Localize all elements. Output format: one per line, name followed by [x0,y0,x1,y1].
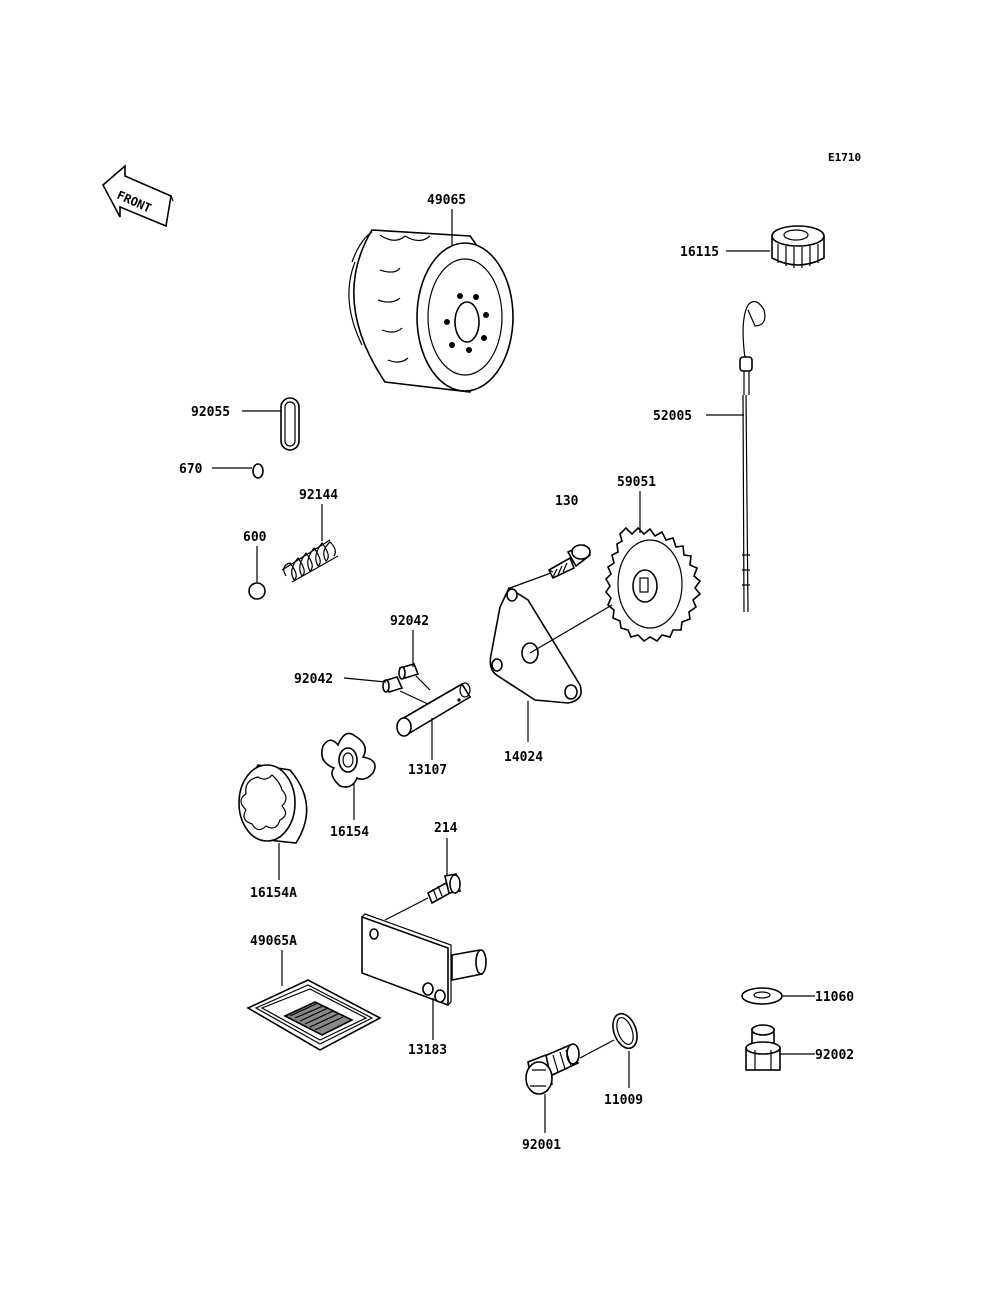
label-92055: 92055 [191,405,230,420]
pump-plate-13183 [361,913,487,1007]
label-49065: 49065 [427,193,466,208]
label-16115: 16115 [680,245,719,260]
label-16154: 16154 [330,825,369,840]
label-13183: 13183 [408,1043,447,1058]
pump-shaft-13107 [396,682,472,737]
pump-cover-14024 [489,586,582,704]
pin-92042-upper [398,663,420,680]
label-600: 600 [243,530,267,545]
pin-92042-lower [382,676,404,693]
label-59051: 59051 [617,475,656,490]
outer-rotor-16154A [238,764,308,844]
gasket-11009 [612,1012,638,1050]
label-49065A: 49065A [250,934,297,949]
diagram-code: E1710 [828,151,861,164]
oil-filler-cap-16115 [771,225,825,268]
front-arrow-icon: FRONT [101,164,174,228]
o-ring-670 [252,463,264,479]
label-92042-upper: 92042 [390,614,429,629]
label-130: 130 [555,494,579,509]
label-11060: 11060 [815,990,854,1005]
bolt-92001 [525,1043,580,1095]
washer-11060 [741,987,783,1005]
label-670: 670 [179,462,203,477]
label-13107: 13107 [408,763,447,778]
label-14024: 14024 [504,750,543,765]
o-ring-92055 [280,397,300,451]
gear-59051 [605,526,702,643]
drain-plug-92002 [745,1024,781,1071]
label-16154A: 16154A [250,886,297,901]
spring-92144 [281,539,339,583]
label-52005: 52005 [653,409,692,424]
label-11009: 11009 [604,1093,643,1108]
label-92002: 92002 [815,1048,854,1063]
bolt-214 [426,873,461,905]
label-92001: 92001 [522,1138,561,1153]
label-92042-lower: 92042 [294,672,333,687]
inner-rotor-16154 [321,732,376,788]
dipstick-52005 [739,300,766,613]
label-92144: 92144 [299,488,338,503]
label-214: 214 [434,821,458,836]
bolt-130 [547,543,592,580]
oil-filter-49065 [348,229,514,393]
oil-strainer-49065A [246,979,382,1051]
ball-600 [248,582,266,600]
